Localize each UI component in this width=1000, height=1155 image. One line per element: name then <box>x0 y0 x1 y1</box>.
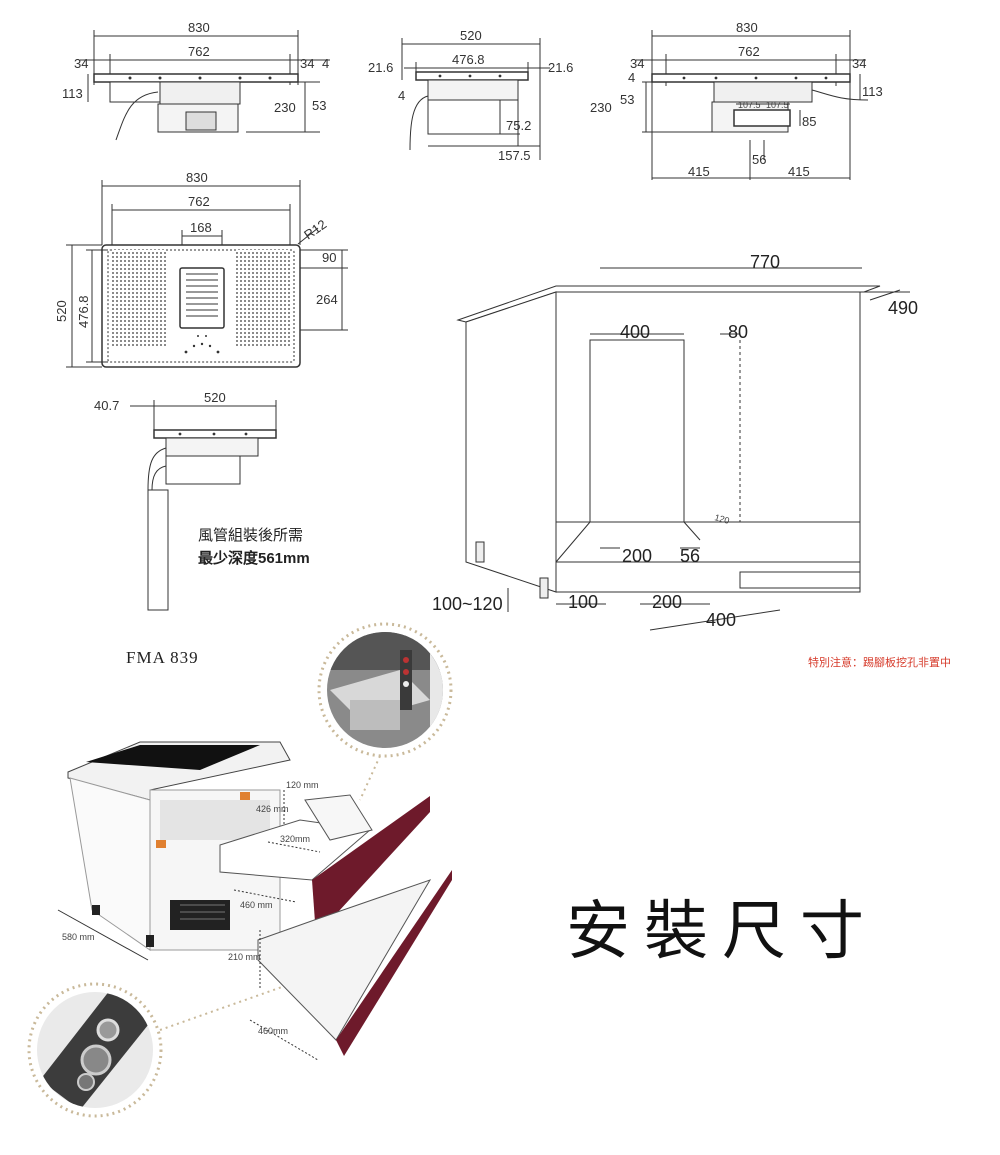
top-view <box>66 180 348 368</box>
rear-h3: 53 <box>620 92 634 107</box>
rear-duct1: 107.5 <box>738 100 761 110</box>
cab-leg: 100~120 <box>432 594 503 614</box>
rear-r: 34 <box>852 56 866 71</box>
side-view <box>401 38 550 160</box>
duct-offset: 40.7 <box>94 398 119 413</box>
note-line-1: 風管組裝後所需 <box>198 527 304 544</box>
top-view-vent-slats <box>186 273 218 317</box>
cab-top-d: 490 <box>888 298 918 318</box>
front-view <box>80 30 330 141</box>
side-w1: 520 <box>460 28 482 43</box>
drawer-g: 460mm <box>258 1026 288 1036</box>
drawer-f: 210 mm <box>228 952 261 962</box>
drawer-illustration <box>27 622 453 1118</box>
top-w2: 762 <box>188 194 210 209</box>
cab-floor-c: 120 <box>713 512 730 526</box>
cabinet-drawing <box>456 267 910 631</box>
rear-d2: 56 <box>752 152 766 167</box>
duct-depth-note: 風管組裝後所需 最少深度561mm <box>198 524 310 570</box>
drawer-a: 120 mm <box>286 780 319 790</box>
page-title: 安裝尺寸 <box>566 895 878 969</box>
duct-view <box>130 400 277 611</box>
cab-cut-w: 400 <box>620 322 650 342</box>
rear-half-l: 415 <box>688 164 710 179</box>
front-w1: 830 <box>188 20 210 35</box>
rear-d1: 85 <box>802 114 816 129</box>
side-l: 21.6 <box>368 60 393 75</box>
cab-kick-w: 400 <box>706 610 736 630</box>
top-h2: 264 <box>316 292 338 307</box>
drawer-d: 460 mm <box>240 900 273 910</box>
top-w3: 168 <box>190 220 212 235</box>
side-d1: 75.2 <box>506 118 531 133</box>
front-r1: 34 <box>300 56 314 71</box>
cab-kick: 100 <box>568 592 598 612</box>
duct-width: 520 <box>204 390 226 405</box>
rear-w2: 762 <box>738 44 760 59</box>
cab-cut-d: 80 <box>728 322 748 342</box>
front-r2: 4 <box>322 56 329 71</box>
front-h1: 113 <box>62 86 83 101</box>
front-h3: 53 <box>312 98 326 113</box>
side-w2: 476.8 <box>452 52 485 67</box>
side-t: 4 <box>398 88 405 103</box>
cab-floor-b: 56 <box>680 546 700 566</box>
model-number: FMA 839 <box>126 648 199 667</box>
rear-t: 4 <box>628 70 635 85</box>
rear-w1: 830 <box>736 20 758 35</box>
front-w2: 762 <box>188 44 210 59</box>
note-line-2: 最少深度561mm <box>198 550 310 567</box>
drawer-c: 320mm <box>280 834 310 844</box>
front-l: 34 <box>74 56 88 71</box>
warning-text: 特別注意：踢腳板挖孔非置中 <box>808 657 951 669</box>
top-view-controls <box>184 335 220 354</box>
cab-floor-a: 200 <box>622 546 652 566</box>
rear-duct2: 107.5 <box>766 100 789 110</box>
top-d1: 520 <box>54 300 69 322</box>
top-d2: 476.8 <box>76 295 91 328</box>
rear-half-r: 415 <box>788 164 810 179</box>
side-d2: 157.5 <box>498 148 531 163</box>
front-h2: 230 <box>274 100 296 115</box>
cab-kick-b: 200 <box>652 592 682 612</box>
rear-l: 34 <box>630 56 644 71</box>
drawer-e: 580 mm <box>62 932 95 942</box>
cab-top-w: 770 <box>750 252 780 272</box>
drawer-b: 426 mm <box>256 804 289 814</box>
rear-view <box>636 30 869 180</box>
top-h1: 90 <box>322 250 336 265</box>
top-w1: 830 <box>186 170 208 185</box>
rear-h2: 230 <box>590 100 612 115</box>
side-r: 21.6 <box>548 60 573 75</box>
rear-h1: 113 <box>862 84 883 99</box>
